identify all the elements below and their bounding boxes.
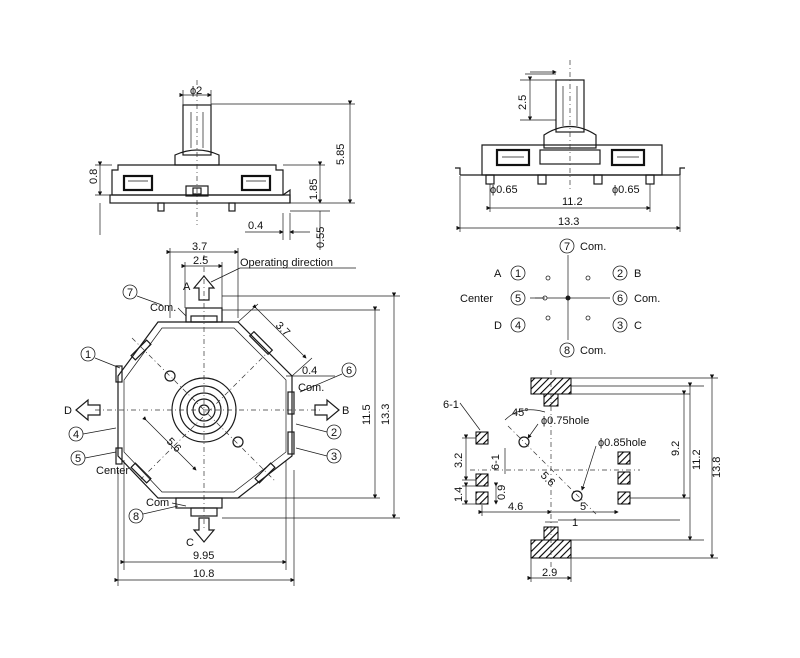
label-dir-b: B <box>342 405 349 417</box>
label-com-7: Com. <box>150 302 176 314</box>
dim-shaft-len: 2.5 <box>517 95 529 110</box>
svg-text:5: 5 <box>75 453 81 465</box>
arrow-a-icon <box>192 275 216 301</box>
svg-text:1: 1 <box>85 349 91 361</box>
svg-text:1: 1 <box>515 268 521 280</box>
fp-dim-46: 4.6 <box>508 501 523 513</box>
dim-055: 0.55 <box>315 227 327 248</box>
fp-dim-09: 0.9 <box>496 485 508 500</box>
schematic-center-label: Center <box>460 293 493 305</box>
dim-height-133: 13.3 <box>380 404 392 425</box>
schematic-a-label: A <box>494 268 502 280</box>
front-view: ϕ2 5.85 1.85 0.8 0.4 0.55 <box>88 80 355 250</box>
svg-text:3: 3 <box>331 451 337 463</box>
dim-04: 0.4 <box>248 220 263 232</box>
dim-top-37: 3.7 <box>192 241 207 253</box>
schematic-c-label: C <box>634 320 642 332</box>
svg-text:7: 7 <box>564 241 570 253</box>
fp-dim-112: 11.2 <box>691 449 703 470</box>
label-com-6: Com. <box>298 382 324 394</box>
fp-dim-56: 5.6 <box>538 470 557 489</box>
svg-text:2: 2 <box>331 427 337 439</box>
fp-dim-1: 1 <box>572 517 578 529</box>
fp-dim-92: 9.2 <box>670 441 682 456</box>
circuit-schematic: 7 Com. A 1 2 B Center 5 6 Com. D 4 3 C 8… <box>460 238 660 358</box>
schematic-com8: Com. <box>580 345 606 357</box>
dim-diag-37: 3.7 <box>273 320 292 339</box>
dim-pin-span: 11.2 <box>562 196 583 208</box>
dim-right-04: 0.4 <box>302 365 317 377</box>
dim-pin-left: ϕ0.65 <box>490 184 518 196</box>
label-com-8: Com <box>146 497 169 509</box>
svg-text:7: 7 <box>127 287 133 299</box>
svg-text:6: 6 <box>346 365 352 377</box>
label-operating-direction: Operating direction <box>240 257 333 269</box>
dim-height-115: 11.5 <box>361 404 373 425</box>
svg-text:3: 3 <box>617 320 623 332</box>
svg-text:6: 6 <box>617 293 623 305</box>
label-dir-d: D <box>64 405 72 417</box>
fp-dim-61b: 6-1 <box>490 454 502 470</box>
fp-dim-14: 1.4 <box>453 487 465 502</box>
svg-text:8: 8 <box>133 511 139 523</box>
fp-dim-075: ϕ0.75hole <box>541 415 589 427</box>
arrow-c-icon <box>192 517 216 543</box>
side-view: 2.5 ϕ0.65 ϕ0.65 11.2 13.3 <box>455 60 685 232</box>
terminal-callouts: 7 Com. 1 4 5 Center 6 Com. 2 3 Com <box>68 284 357 524</box>
dim-bottom-108: 10.8 <box>193 568 214 580</box>
dim-pin-right: ϕ0.65 <box>612 184 640 196</box>
arrow-b-icon <box>314 398 340 422</box>
top-view: A C D B Operating direction 3.7 2.5 3.7 … <box>64 241 400 586</box>
fp-dim-085: ϕ0.85hole <box>598 437 646 449</box>
label-center: Center <box>96 465 129 477</box>
pcb-footprint: 6-1 45° ϕ0.75hole ϕ0.85hole 3.2 6-1 5.6 … <box>443 370 723 582</box>
schematic-com6: Com. <box>634 293 660 305</box>
svg-text:8: 8 <box>564 345 570 357</box>
schematic-b-label: B <box>634 268 641 280</box>
fp-dim-32: 3.2 <box>453 453 465 468</box>
svg-text:4: 4 <box>515 320 521 332</box>
svg-text:5: 5 <box>515 293 521 305</box>
fp-dim-138: 13.8 <box>711 457 723 478</box>
label-dir-a: A <box>183 281 191 293</box>
dim-shaft-dia: ϕ2 <box>190 85 202 97</box>
svg-text:2: 2 <box>617 268 623 280</box>
dim-bottom-995: 9.95 <box>193 550 214 562</box>
svg-text:4: 4 <box>73 429 79 441</box>
label-dir-c: C <box>186 537 194 549</box>
fp-dim-5: 5 <box>580 501 586 513</box>
dim-height-body: 1.85 <box>308 179 320 200</box>
schematic-com7: Com. <box>580 241 606 253</box>
fp-dim-61a: 6-1 <box>443 399 459 411</box>
schematic-d-label: D <box>494 320 502 332</box>
dim-height-total: 5.85 <box>335 144 347 165</box>
arrow-d-icon <box>75 398 101 422</box>
dim-height-base: 0.8 <box>88 169 100 184</box>
dim-body-width: 13.3 <box>558 216 579 228</box>
fp-dim-29: 2.9 <box>542 567 557 579</box>
dim-top-25: 2.5 <box>193 255 208 267</box>
dim-center-56: 5.6 <box>164 436 183 455</box>
